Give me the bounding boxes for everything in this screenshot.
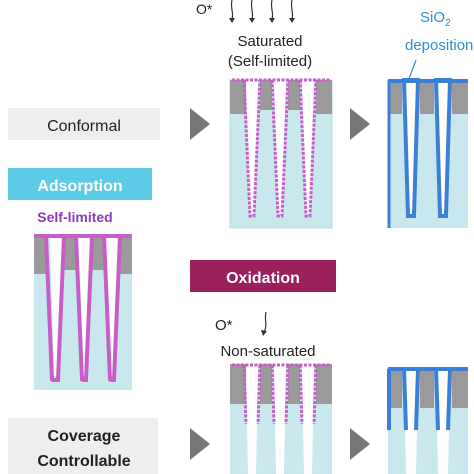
conformal-box bbox=[8, 108, 160, 140]
self-limited-label: Self-limited bbox=[37, 209, 112, 225]
coverage-label: Coverage bbox=[48, 428, 121, 445]
o-star-mid-arrow bbox=[263, 311, 267, 333]
sio2-label: SiO2 bbox=[420, 9, 451, 29]
trench-sio2-conformal bbox=[387, 78, 468, 228]
trench-non-saturated bbox=[230, 363, 332, 474]
o-star-mid-label: O* bbox=[215, 317, 233, 334]
deposition-label: deposition bbox=[405, 37, 473, 54]
o-star-top-label: O* bbox=[196, 1, 213, 17]
conformal-label: Conformal bbox=[47, 118, 121, 135]
process-arrow-4 bbox=[350, 428, 370, 460]
process-arrow-1 bbox=[190, 108, 210, 140]
self-limited-paren-label: (Self-limited) bbox=[228, 53, 312, 70]
trench-adsorption bbox=[34, 234, 132, 390]
adsorption-label: Adsorption bbox=[37, 178, 122, 195]
trench-sio2-partial bbox=[387, 367, 468, 474]
o-star-top-arrows bbox=[230, 0, 294, 21]
o-star-top-arrowheads bbox=[229, 18, 295, 23]
o-star-mid-arrowhead bbox=[261, 330, 267, 336]
adsorption-box bbox=[8, 168, 152, 200]
oxidation-label: Oxidation bbox=[226, 270, 300, 287]
process-arrow-3 bbox=[190, 428, 210, 460]
oxidation-box bbox=[190, 260, 336, 292]
controllable-label: Controllable bbox=[37, 453, 130, 470]
trench-saturated bbox=[229, 78, 333, 229]
coverage-box bbox=[8, 418, 158, 474]
non-saturated-label: Non-saturated bbox=[220, 343, 315, 360]
saturated-label: Saturated bbox=[237, 33, 302, 50]
process-arrow-2 bbox=[350, 108, 370, 140]
